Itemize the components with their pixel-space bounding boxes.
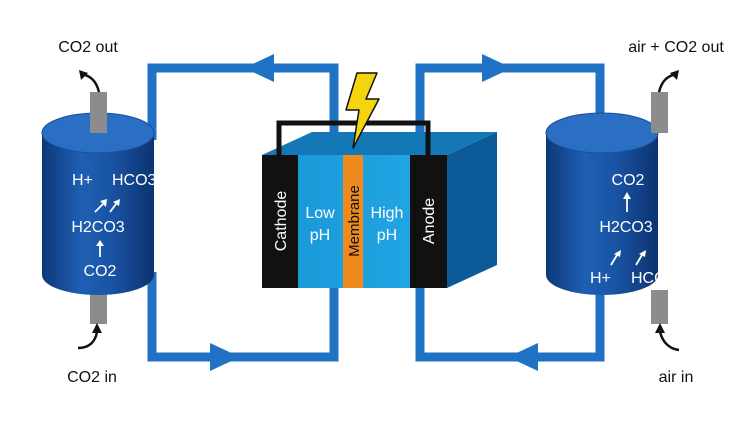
co2-out-arrow-icon [79,70,101,93]
right-tank-h-plus: H+ [590,270,611,287]
air-in-arrow-icon [655,323,680,352]
anode-label: Anode [421,198,438,244]
right-tank-reaction-arrows [610,192,646,266]
high-ph-label-line1: High [371,205,404,222]
cathode-label: Cathode [273,191,290,252]
low-ph-label-line1: Low [305,205,335,222]
air-co2-out-arrow-icon [657,70,679,93]
cell-side-face [447,132,497,288]
cathode-electrode [262,155,298,288]
co2-in-arrow-icon [77,323,102,350]
right-tank-co2: CO2 [612,172,645,189]
membrane-strip [343,155,363,288]
membrane-label: Membrane [346,185,363,257]
right-bottom-flow-arrow [508,343,538,371]
right-tank-h2co3: H2CO3 [599,219,652,236]
right-top-flow-arrow [482,54,512,82]
left-tank-bottom-port [90,290,107,324]
circuit-wire [276,120,431,156]
high-ph-label-line2: pH [377,227,397,244]
cell-top-face [262,132,497,155]
left-loop-pipe [147,63,339,362]
left-tank-reaction-arrows [94,199,120,257]
left-tank-h2co3: H2CO3 [71,219,124,236]
low-ph-label-line2: pH [310,227,330,244]
co2-out-label: CO2 out [58,39,118,56]
left-tank-h-plus: H+ [72,172,93,189]
lightning-bolt-icon [345,72,380,149]
right-tank [545,92,668,324]
co2-in-label: CO2 in [67,369,117,386]
left-tank [41,92,155,324]
left-top-flow-arrow [244,54,274,82]
air-in-label: air in [659,369,694,386]
anode-electrode [410,155,447,288]
left-bottom-flow-arrow [210,343,240,371]
right-tank-hco3: HCO3 [631,270,676,287]
right-tank-bottom-port [651,290,668,324]
left-tank-co2: CO2 [84,263,117,280]
electrochemical-cell [262,132,497,288]
left-tank-hco3: HCO3 [112,172,157,189]
air-co2-out-label: air + CO2 out [628,39,724,56]
